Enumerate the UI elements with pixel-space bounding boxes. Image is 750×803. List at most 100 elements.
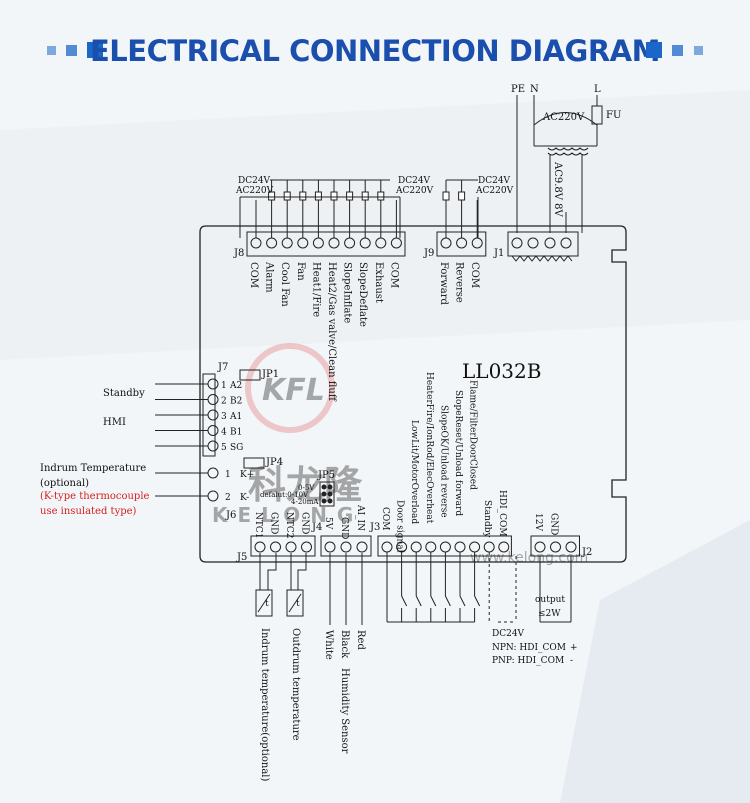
j8-pin-label: Fan xyxy=(295,262,306,281)
j9-pin-label: Reverse xyxy=(454,262,465,303)
j3-terminal xyxy=(410,541,422,553)
j7-terminal xyxy=(207,394,219,405)
jp5-option-2: defalut:0-10V xyxy=(260,491,309,499)
page-header: ELECTRICAL CONNECTION DIAGRAM xyxy=(0,22,750,82)
j8-housing xyxy=(246,231,406,257)
watermark-ring xyxy=(245,343,335,433)
power-pe-label: PE xyxy=(511,84,525,95)
j6-terminal xyxy=(207,490,219,502)
j4-label: J4 xyxy=(311,522,322,533)
j8-supply-dc24v-right: DC24V xyxy=(398,176,431,186)
power-l-label: L xyxy=(594,84,601,95)
j3-switch-contact xyxy=(474,595,481,607)
j8-relay-contact xyxy=(346,191,354,201)
j8-supply-ac220v-left: AC220V xyxy=(235,186,274,196)
jp5-label: JP5 xyxy=(317,470,335,481)
j2-pin-label: GND xyxy=(549,513,559,535)
watermark-brand-cn: 科龙隆 xyxy=(248,463,363,507)
j8-supply-ac220v-right: AC220V xyxy=(395,186,434,196)
background-decor xyxy=(0,90,750,360)
hdi-npn-label: NPN: HDI_COM xyxy=(492,643,566,653)
j3-housing xyxy=(377,535,512,557)
j9-relay-contact xyxy=(442,191,450,201)
j7-pin-label: A1 xyxy=(229,412,242,422)
j6-pin-number: 1 xyxy=(225,470,231,480)
header-decor-square xyxy=(47,46,56,55)
j8-pin-label: Alarm xyxy=(264,261,275,293)
j8-relay-contact xyxy=(268,191,276,201)
j5-terminal xyxy=(254,541,266,553)
j7-terminal xyxy=(207,409,219,421)
j8-pin-label: Heat2/Gas valve/Clean fluff xyxy=(326,262,337,402)
j3-terminal xyxy=(425,541,437,553)
outdrum-sensor-label: Outdrum temperature xyxy=(290,628,301,741)
j3-pin-label: HeaterFire/IonRod/ElecOverheat xyxy=(424,372,434,524)
indrum-note-line2: (optional) xyxy=(40,478,89,489)
j3-pin-label: SlopeReset/Unload forward xyxy=(453,390,463,516)
j7-pin-number: 2 xyxy=(221,397,227,407)
j3-terminal xyxy=(381,541,393,553)
hdi-pnp-label: PNP: HDI_COM xyxy=(492,656,564,666)
j7-pin-label: SG xyxy=(230,443,243,453)
j8-relay-contact xyxy=(361,191,369,201)
j7-terminal xyxy=(207,378,219,390)
humidity-sensor-label: Humidity Sensor xyxy=(339,668,350,754)
j8-pin-label: SlopeDeflate xyxy=(357,262,368,327)
ntc-t-symbol: t xyxy=(296,599,300,609)
j7-terminal xyxy=(207,440,219,452)
j3-pin-label: LowLit/MotorOverload xyxy=(409,420,419,524)
watermark-logo: KFL xyxy=(262,373,325,408)
j7-pin-label: B1 xyxy=(230,428,242,438)
j3-pin-label: COM xyxy=(380,507,390,530)
indrum-note-line3: (K-type thermocouple xyxy=(40,491,150,502)
page-title: ELECTRICAL CONNECTION DIAGRAM xyxy=(90,34,661,68)
j5-terminal xyxy=(301,541,312,553)
wire-black-label: Black xyxy=(339,630,350,659)
j4-terminal xyxy=(340,541,352,553)
j5-label: J5 xyxy=(236,552,247,563)
j9-pin-label: Forward xyxy=(438,262,449,305)
header-decor-square xyxy=(87,42,103,58)
j2-housing xyxy=(530,535,580,557)
j2-terminal xyxy=(550,541,561,553)
transformer-output-label: AC9.8V 8V xyxy=(552,161,563,218)
j7-pin-label: A2 xyxy=(229,381,242,391)
header-decor-square xyxy=(66,45,77,56)
j6-pin-label: K+ xyxy=(240,470,254,480)
j4-terminal xyxy=(324,541,336,553)
j9-supply-dc24v: DC24V xyxy=(478,176,511,186)
jumper-jp5 xyxy=(319,481,335,507)
j3-switch-contact xyxy=(459,595,466,607)
j3-switch-contact xyxy=(444,595,451,607)
hdi-pnp-sign: - xyxy=(570,656,573,666)
j8-pin-label: SlopeInflate xyxy=(342,262,353,323)
j6-pin-label: K- xyxy=(240,493,249,503)
j4-pin-label: 5V xyxy=(323,517,333,530)
j3-switch-contact xyxy=(415,595,422,607)
controller-board xyxy=(199,225,627,563)
j3-pin-label: HDI_COM xyxy=(497,490,507,537)
j7-pin-number: 1 xyxy=(221,381,227,391)
j5-pin-label: GND xyxy=(269,512,279,534)
j8-relay-contact xyxy=(377,191,385,201)
hmi-label: HMI xyxy=(103,417,126,428)
j8-relay-contact xyxy=(299,191,307,201)
j5-terminal xyxy=(270,541,281,553)
board-model: LL032B xyxy=(462,359,541,383)
j7-pin-label: B2 xyxy=(230,397,242,407)
output-load-label: ≤2W xyxy=(538,609,561,619)
watermark: KFL 科龙隆 KELONG www.kelong.com xyxy=(212,343,588,566)
power-ac220v-label: AC220V xyxy=(542,112,585,123)
j4-pin-label: GND xyxy=(339,517,349,539)
j5-terminal xyxy=(285,541,297,553)
j3-pin-label: Flame/FilterDoorClosed xyxy=(468,380,478,490)
j8-relay-contact xyxy=(283,191,291,201)
output-label: output xyxy=(535,595,565,605)
j1-label: J1 xyxy=(493,248,504,259)
